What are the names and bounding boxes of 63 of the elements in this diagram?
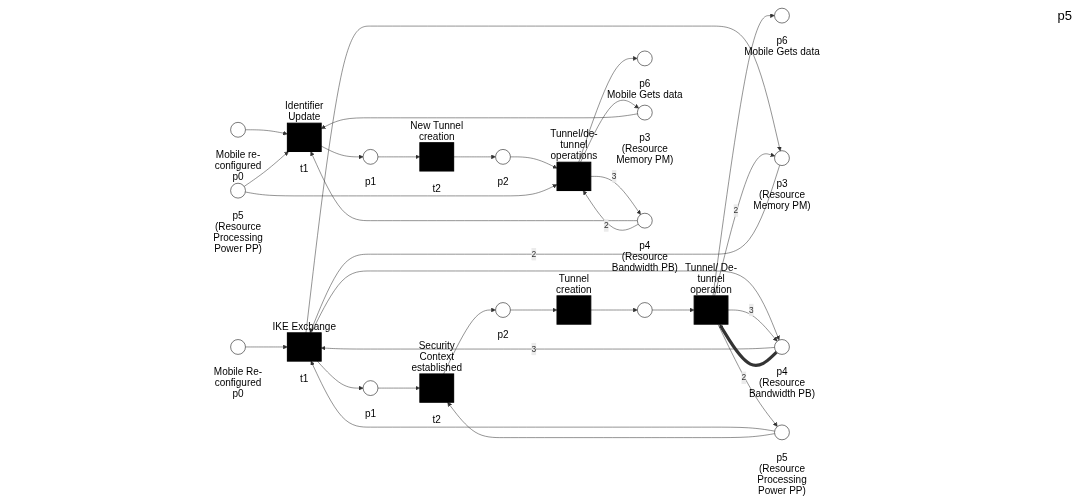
place-label: p3 xyxy=(775,177,789,189)
edge-label: 3 xyxy=(611,171,617,181)
node-circle xyxy=(495,149,511,165)
place-label: p6 xyxy=(775,35,788,47)
edge-label: 2 xyxy=(741,373,747,382)
place-label: p0 xyxy=(232,388,244,400)
edge-label: 2 xyxy=(531,249,537,259)
node-bar xyxy=(693,295,729,325)
place-label: p4 xyxy=(638,240,652,252)
place-label: p3 xyxy=(638,132,652,143)
place-label: (Resource Memory PM) xyxy=(615,143,675,165)
place-label: (Resource Processing Power PP) xyxy=(212,221,264,255)
place-label: p5 xyxy=(231,210,245,222)
transition-label: New Tunnel creation xyxy=(409,119,465,142)
place-label: p5 xyxy=(775,451,789,463)
node-circle xyxy=(637,50,653,67)
transition-label: t2 xyxy=(431,183,442,194)
place-label: (Resource Processing Power PP) xyxy=(756,462,808,496)
place-label: p1 xyxy=(363,407,378,419)
transition-label: Tunnel/de-tunnel operations xyxy=(549,128,599,162)
edge-label: 2 xyxy=(733,205,739,215)
transition-label: t1 xyxy=(299,163,310,175)
node-circle xyxy=(362,149,379,165)
place-label: p1 xyxy=(363,176,378,188)
node-circle xyxy=(637,104,653,121)
place-label: Mobile Gets data xyxy=(743,46,821,58)
node-circle xyxy=(362,380,379,396)
edge-label: 2 xyxy=(603,220,609,230)
node-bar xyxy=(419,142,455,172)
place-label: p4 xyxy=(775,366,789,378)
node-circle xyxy=(230,339,246,355)
transition-label: t2 xyxy=(431,414,442,426)
node-circle xyxy=(230,122,246,138)
transition-label: Identifier Update xyxy=(284,100,325,123)
node-circle xyxy=(774,7,790,24)
transition-label: IKE Exchange xyxy=(272,320,337,332)
node-circle xyxy=(774,339,790,355)
node-circle xyxy=(230,182,246,199)
transition-label: Tunnel/ De-tunnel operation xyxy=(684,261,738,295)
place-label: p5 xyxy=(1057,8,1072,23)
node-bar xyxy=(286,122,322,152)
node-circle xyxy=(637,302,653,318)
place-label: p2 xyxy=(496,329,510,341)
transition-label: Tunnel creation xyxy=(555,272,593,295)
node-circle xyxy=(495,302,511,318)
transition-label: t1 xyxy=(299,373,310,385)
edge-label: 3 xyxy=(748,305,754,315)
node-circle xyxy=(637,213,653,229)
place-label: p2 xyxy=(496,176,510,188)
node-bar xyxy=(419,373,455,403)
place-label: (Resource Bandwidth PB) xyxy=(610,251,679,274)
node-bar xyxy=(286,332,322,362)
node-bar xyxy=(556,295,592,325)
place-label: p6 xyxy=(638,77,652,89)
node-circle xyxy=(774,150,790,166)
transition-label: Security Context established xyxy=(410,339,464,373)
place-label: Mobile Gets data xyxy=(606,88,684,100)
node-circle xyxy=(774,424,790,441)
node-bar xyxy=(556,161,592,192)
place-label: (Resource Memory PM) xyxy=(752,188,812,211)
edge-label: 3 xyxy=(531,344,537,354)
place-label: p0 xyxy=(232,171,244,183)
arrow xyxy=(719,323,778,367)
